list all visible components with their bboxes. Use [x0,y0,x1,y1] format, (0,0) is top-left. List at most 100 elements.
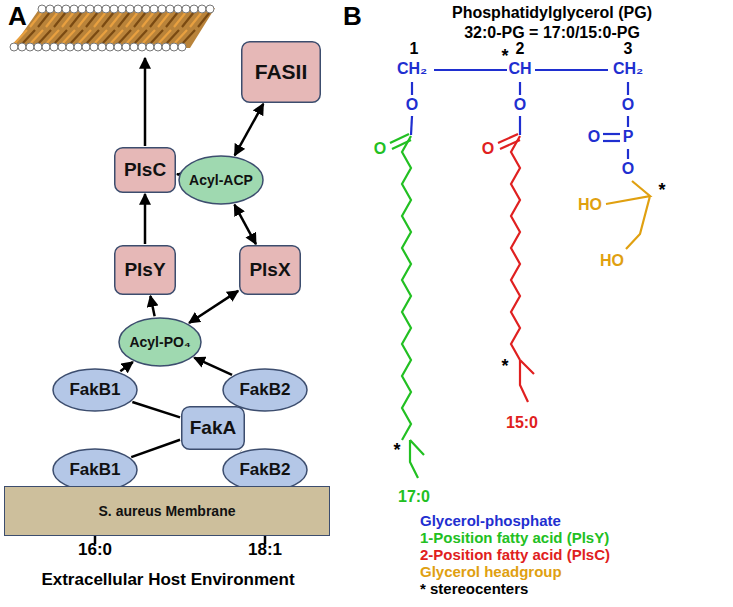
annotation: 15:0 [506,414,538,432]
lipid-head [206,5,214,13]
node-label: S. aureus Membrane [99,503,236,519]
flow-arrow [120,362,133,371]
node-label: FakB2 [239,460,290,480]
annotation: 18:1 [248,540,282,560]
membrane-bilayer [10,5,215,51]
lipid-tail [46,12,74,44]
fatty-acid-chain [511,136,520,360]
lipid-head [138,43,146,51]
structure-label: O [374,140,386,158]
structure-label: HO [600,252,624,270]
lipid-tail [94,12,122,44]
lipid-head [70,5,78,13]
lipid-head [134,5,142,13]
flow-arrow [234,205,255,244]
band-outline [5,487,330,536]
legend-entry: Glycerol-phosphate [420,512,561,529]
lipid-head [42,43,50,51]
legend-text: 1-Position fatty acid (PlsY) [420,529,609,546]
lipid-head [142,5,150,13]
bond [627,116,629,127]
metabolite-ellipse: Acyl-PO₄ [118,317,202,367]
legend-entry: 1-Position fatty acid (PlsY) [420,529,609,546]
ellipse-outline [179,156,263,204]
flow-arrow [132,402,180,417]
lipid-head [170,43,178,51]
lipid-head [58,43,66,51]
lipid-tail [158,12,186,44]
structure-label: 2 [516,40,525,58]
node-label: PlsY [124,259,165,281]
enzyme-box: PlsX [239,245,301,295]
lipid-head [166,5,174,13]
flow-arrow [144,194,147,244]
ellipse-outline [223,449,307,491]
lipid-head [158,5,166,13]
enzyme-box: FakA [181,406,245,450]
bond [411,116,412,135]
structure-label: O [514,96,526,114]
structure-label: B [343,2,362,32]
node-label: Acyl-ACP [189,172,253,188]
bond [519,82,521,95]
chain-branch [520,360,534,402]
lipid-tail [150,12,178,44]
lipid-tail [78,12,106,44]
flow-arrow [177,173,178,176]
legend-text: 2-Position fatty acid (PlsC) [420,546,610,563]
lipid-tail [102,12,130,44]
lipid-tail [38,12,66,44]
structure-label: * [501,46,508,67]
lipid-head [146,43,154,51]
metabolite-ellipse: FakB2 [222,368,308,412]
structure-label: * [393,440,400,461]
legend-text: Glycerol headgroup [420,563,562,580]
annotation: Extracellular Host Environment [41,570,294,590]
bond [411,82,413,95]
box-outline [115,246,176,295]
node-label: PlsC [124,159,166,181]
lipid-head [190,5,198,13]
structure-label: O [406,96,418,114]
lipid-tail [54,12,82,44]
lipid-head [82,43,90,51]
legend-entry: Glycerol headgroup [420,563,562,580]
lipid-head [122,43,130,51]
membrane-band: S. aureus Membrane [4,486,330,536]
legend-text: * stereocenters [420,580,528,597]
backbone-bond [434,69,507,71]
node-label: Acyl-PO₄ [129,334,190,350]
flow-arrow [194,358,232,375]
annotation: 16:0 [78,540,112,560]
lipid-head [78,5,86,13]
bond [519,116,521,135]
lipid-head [182,5,190,13]
node-label: PlsX [249,259,290,281]
lipid-head [126,5,134,13]
bond [627,149,629,159]
backbone-bond [535,69,608,71]
lipid-head [50,43,58,51]
legend-entry: * stereocenters [420,580,528,597]
structure-label: O [588,128,600,146]
lipid-head [90,43,98,51]
lipid-head [102,5,110,13]
metabolite-ellipse: FakB1 [52,368,138,412]
lipid-head [66,43,74,51]
lipid-tail [62,12,90,44]
enzyme-box: FASII [241,41,321,103]
structure-label: CH [508,60,531,78]
enzyme-box: PlsC [114,147,176,193]
lipid-head [10,43,18,51]
lipid-head [150,5,158,13]
enzyme-box: PlsY [114,245,176,295]
metabolite-ellipse: FakB2 [222,448,308,492]
lipid-tail [142,12,170,44]
annotation: Phosphatidylglycerol (PG) [452,4,652,22]
flow-arrow [189,291,238,323]
box-outline [115,148,176,193]
lipid-head [62,5,70,13]
structure-label: * [501,356,508,377]
lipid-head [110,5,118,13]
